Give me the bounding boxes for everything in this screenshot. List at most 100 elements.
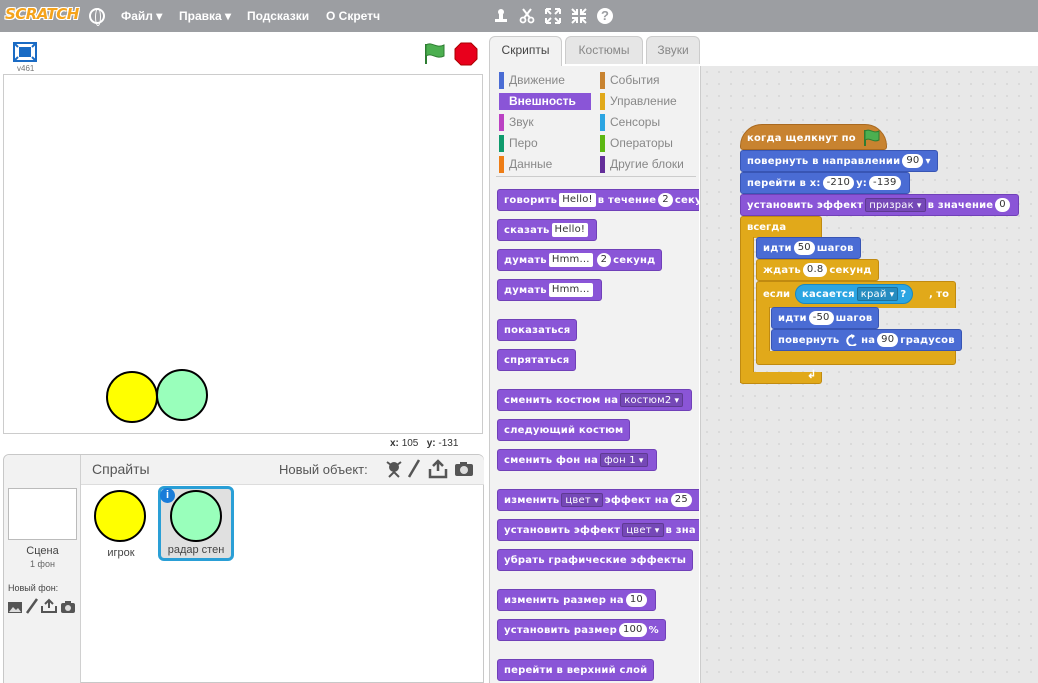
block-hide[interactable]: спрятаться <box>497 349 577 371</box>
sprite-tile-player-thumb <box>94 490 146 542</box>
menu-edit[interactable]: Правка ▾ <box>179 9 232 23</box>
sprite-tile-player[interactable]: игрок <box>84 487 158 561</box>
sprite-radar[interactable] <box>156 369 208 421</box>
category-looks[interactable]: Внешность <box>499 93 591 110</box>
category-pen[interactable]: Перо <box>499 135 538 152</box>
mouse-coordinates: x: 105 y: -131 <box>390 438 458 449</box>
block-clear-effects[interactable]: убрать графические эффекты <box>497 549 694 571</box>
forever-arm <box>740 237 754 383</box>
stage-header: v461 <box>3 36 483 74</box>
backdrop-upload-icon[interactable] <box>41 598 57 614</box>
if-arm <box>756 307 770 363</box>
shrink-icon[interactable] <box>571 8 587 24</box>
sprite-player[interactable] <box>106 371 158 423</box>
block-next-costume[interactable]: следующий костюм <box>497 419 631 441</box>
block-palette: Движение События Внешность Управление Зв… <box>489 66 699 683</box>
sprite-upload-icon[interactable] <box>428 459 448 479</box>
green-flag-icon[interactable] <box>422 42 446 66</box>
language-globe-icon[interactable] <box>89 8 105 26</box>
stage-canvas[interactable] <box>3 74 483 434</box>
category-motion[interactable]: Движение <box>499 72 565 89</box>
block-go-front[interactable]: перейти в верхний слой <box>497 659 655 681</box>
category-control[interactable]: Управление <box>600 93 677 110</box>
tab-costumes[interactable]: Костюмы <box>565 36 643 64</box>
scene-thumbnail[interactable] <box>8 488 77 540</box>
block-show[interactable]: показаться <box>497 319 578 341</box>
backdrop-camera-icon[interactable] <box>60 600 76 614</box>
sprite-tile-radar-label: радар стен <box>167 544 225 556</box>
new-backdrop-label: Новый фон: <box>8 583 59 593</box>
scene-label: Сцена <box>26 545 59 557</box>
backdrop-paint-icon[interactable] <box>25 598 39 614</box>
sprite-tile-player-label: игрок <box>107 547 135 559</box>
menu-file-label: Файл <box>121 9 153 23</box>
presentation-mode-icon[interactable] <box>13 42 37 62</box>
sprite-camera-icon[interactable] <box>454 461 474 477</box>
if-foot <box>756 351 956 365</box>
scripts-area[interactable]: когда щелкнут по повернуть в направлении… <box>700 66 1038 683</box>
sprite-tile-radar[interactable]: радар стен i <box>158 486 234 561</box>
sprite-info-icon[interactable]: i <box>160 488 175 503</box>
new-object-label: Новый объект: <box>279 462 368 477</box>
category-sound[interactable]: Звук <box>499 114 534 131</box>
menu-edit-label: Правка <box>179 9 222 23</box>
editor-tabs: Скрипты Костюмы Звуки <box>489 36 1038 66</box>
forever-foot: ↲ <box>740 369 822 384</box>
category-more-blocks[interactable]: Другие блоки <box>600 156 684 173</box>
category-sensing[interactable]: Сенсоры <box>600 114 660 131</box>
loop-arrow-icon: ↲ <box>807 369 817 381</box>
if-then-label: , то <box>929 289 949 300</box>
grow-icon[interactable] <box>545 8 561 24</box>
top-menu-bar: SCRATCH Файл ▾ Правка ▾ Подсказки О Скре… <box>0 0 1038 32</box>
tab-scripts[interactable]: Скрипты <box>489 36 562 66</box>
category-events[interactable]: События <box>600 72 660 89</box>
menu-about[interactable]: О Скретч <box>326 9 381 23</box>
rotate-left-icon <box>846 334 857 347</box>
menu-file[interactable]: Файл ▾ <box>121 9 163 23</box>
if-label: если <box>763 289 791 300</box>
sprite-pane: Сцена 1 фон Новый фон: Спрайты Новый объ… <box>3 454 484 683</box>
category-operators[interactable]: Операторы <box>600 135 673 152</box>
coord-y-value: -131 <box>438 438 459 449</box>
sprite-paint-icon[interactable] <box>407 459 421 479</box>
coord-x-label: x: <box>390 438 399 449</box>
backdrop-library-icon[interactable] <box>7 600 23 614</box>
sprite-tile-radar-thumb <box>170 490 222 542</box>
category-data[interactable]: Данные <box>499 156 552 173</box>
stop-sign-icon[interactable] <box>454 42 478 66</box>
block-when-flag-clicked[interactable]: когда щелкнут по <box>740 124 887 150</box>
palette-divider <box>496 176 696 177</box>
block-set-effect[interactable]: установить эффектцветв зна <box>497 519 699 541</box>
sprites-title: Спрайты <box>92 461 150 477</box>
sprite-library-icon[interactable] <box>385 459 403 479</box>
menu-tips[interactable]: Подсказки <box>247 9 310 23</box>
version-label: v461 <box>17 64 35 73</box>
stamp-icon[interactable] <box>493 8 509 24</box>
tab-sounds[interactable]: Звуки <box>646 36 700 64</box>
scratch-logo[interactable]: SCRATCH <box>5 5 79 23</box>
scene-backdrop-count: 1 фон <box>30 559 55 569</box>
coord-y-label: y: <box>426 438 436 449</box>
coord-x-value: 105 <box>401 438 419 449</box>
scissors-icon[interactable] <box>519 8 535 24</box>
block-forever[interactable]: всегда <box>740 216 822 238</box>
help-icon[interactable]: ? <box>597 8 613 24</box>
